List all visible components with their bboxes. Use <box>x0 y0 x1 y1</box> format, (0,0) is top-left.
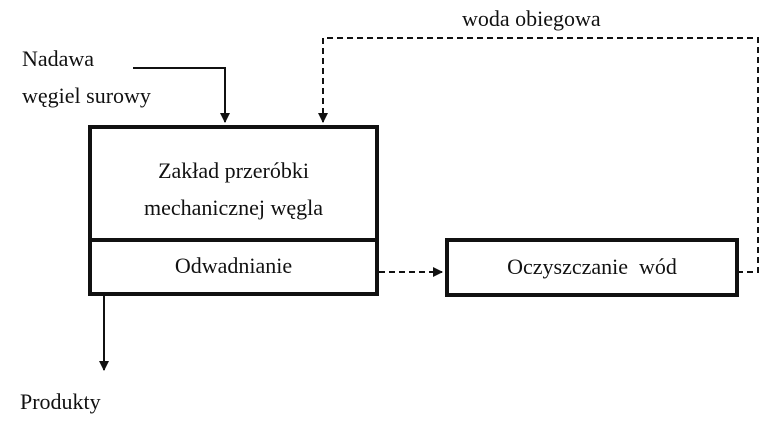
input-label-line1: Nadawa <box>22 46 95 71</box>
dewatering-box <box>88 238 379 296</box>
feed-arrow <box>133 67 230 123</box>
water-treatment-box <box>445 238 739 297</box>
plant-label-line1: Zakład przeróbki <box>158 158 309 183</box>
recycle-water-arrow <box>318 37 759 273</box>
plant-label-line2: mechanicznej węgla <box>144 195 323 220</box>
input-label-line2: węgiel surowy <box>22 83 151 108</box>
products-label: Produkty <box>20 389 101 414</box>
water-treatment-label: Oczyszczanie wód <box>507 254 677 279</box>
recycle-water-label: woda obiegowa <box>462 6 601 31</box>
dewatering-label: Odwadnianie <box>174 253 293 278</box>
